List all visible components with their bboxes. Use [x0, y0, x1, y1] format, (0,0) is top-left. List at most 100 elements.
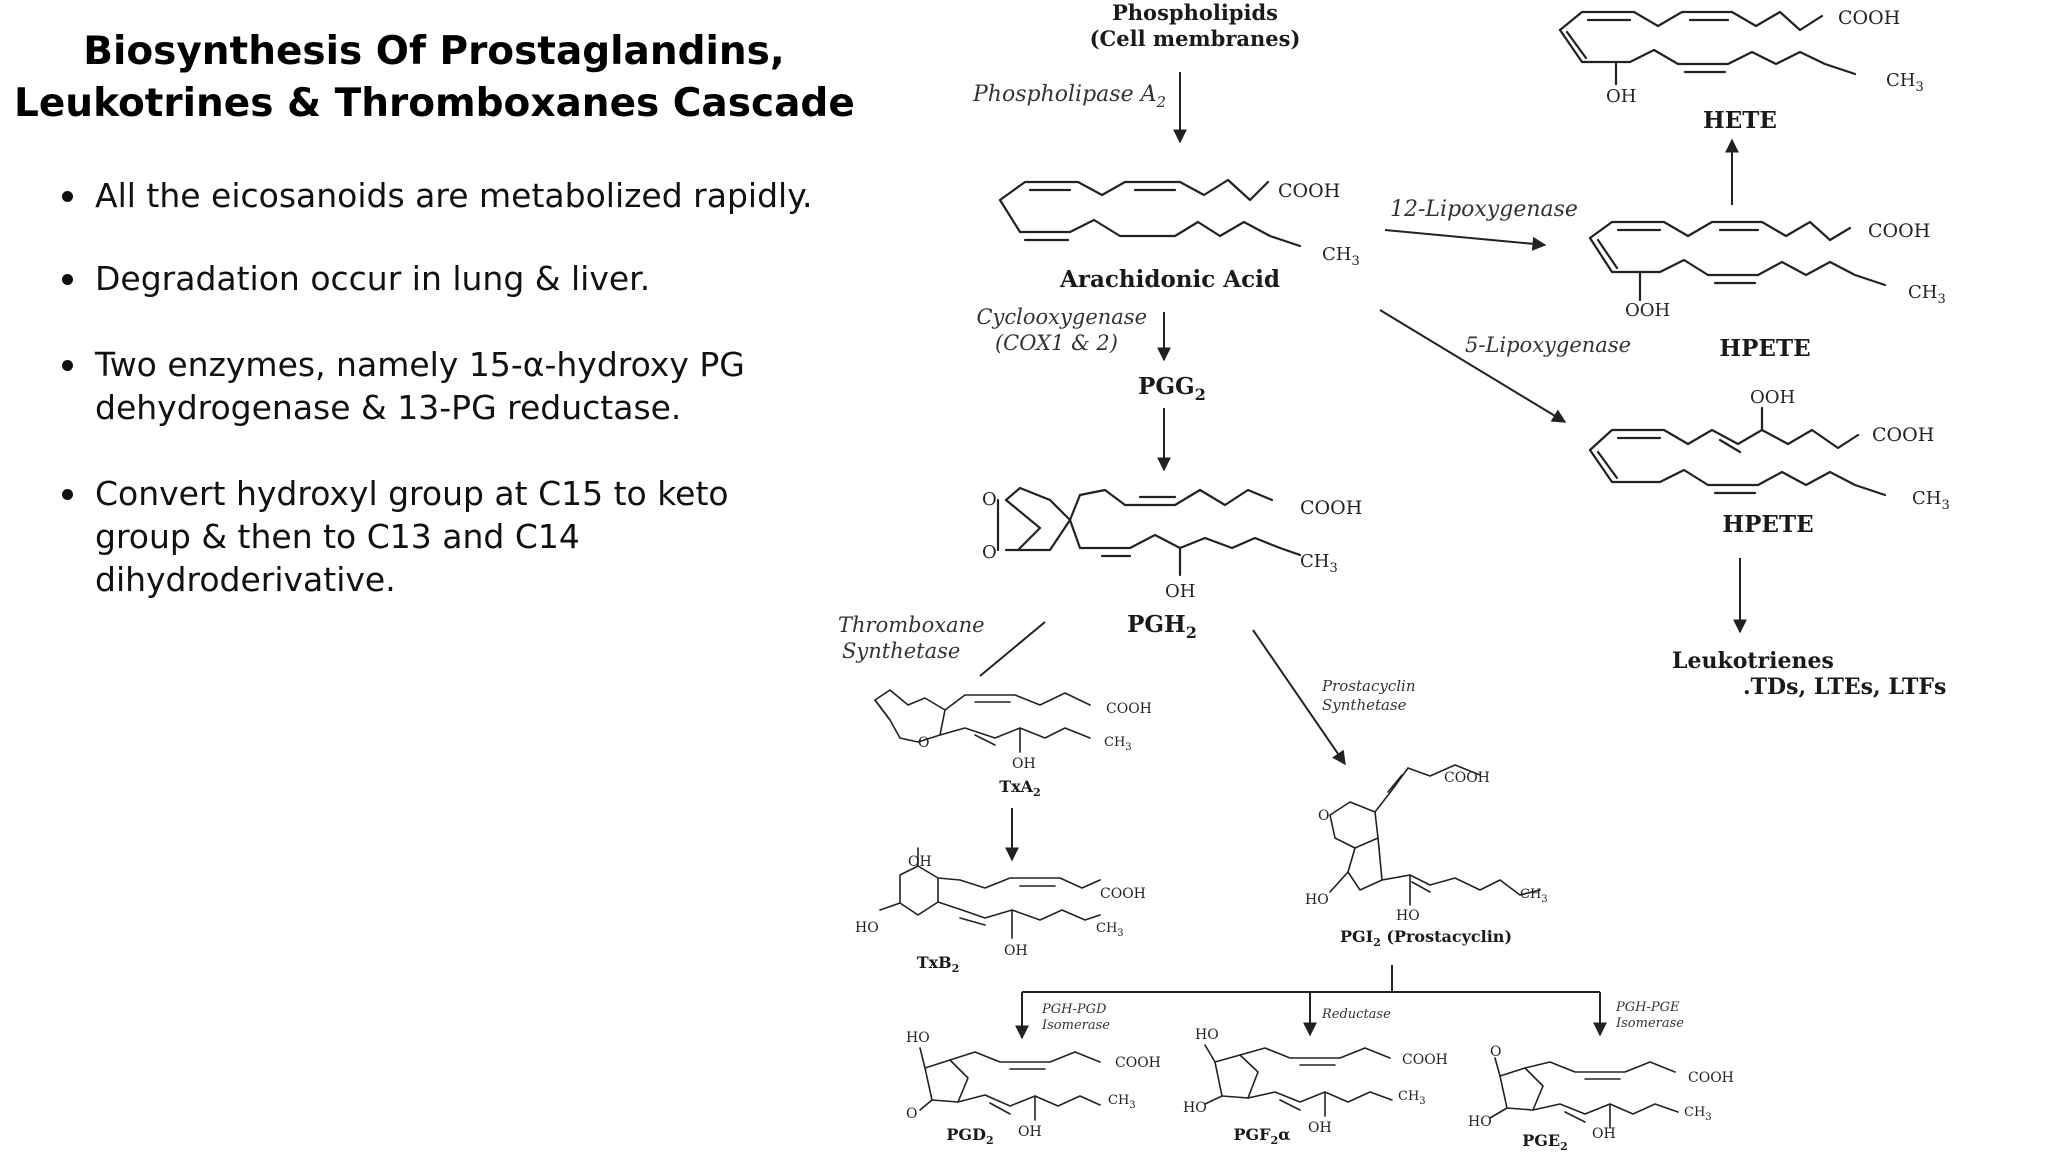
leukotriene-types-label: .TDs, LTEs, LTFs: [1743, 674, 1946, 700]
pgd2-label: PGD2: [946, 1125, 993, 1147]
arrow-pgh2-to-txa2: [979, 621, 1046, 677]
pgi2-structure: [1329, 764, 1541, 906]
txa2-o: O: [918, 735, 929, 751]
cell-membranes-label: (Cell membranes): [1090, 26, 1301, 51]
pgh2-o-upper: O: [982, 489, 997, 510]
pgi2-ho-left: HO: [1305, 892, 1329, 908]
title-line-2: Leukotrines & Thromboxanes Cascade: [14, 81, 855, 126]
pgd2-oh: OH: [1018, 1124, 1042, 1140]
hete-ch3: CH3: [1886, 70, 1924, 95]
synthetase-label: Synthetase: [842, 639, 960, 663]
pge2-label: PGE2: [1522, 1131, 1568, 1152]
pgf2a-oh: OH: [1308, 1120, 1332, 1136]
txa2-label: TxA2: [999, 777, 1041, 799]
pgi2-cooh: COOH: [1444, 770, 1490, 786]
hpete-12-structure: [1588, 220, 1887, 302]
pgh2-ch3: CH3: [1300, 551, 1338, 576]
pgh2-structure: [996, 486, 1302, 577]
thromboxane-label: Thromboxane: [838, 613, 985, 637]
hpete-5-ooh: OOH: [1750, 387, 1795, 408]
arrow-aa-to-hpete-5: [1379, 309, 1567, 423]
bullet-item-1: All the eicosanoids are metabolized rapi…: [58, 174, 818, 217]
txb2-ch3: CH3: [1096, 921, 1124, 939]
txa2-cooh: COOH: [1106, 701, 1152, 717]
aa-ch3: CH3: [1322, 244, 1360, 269]
bullet-item-2: Degradation occur in lung & liver.: [58, 257, 818, 300]
hpete-5-structure: [1588, 406, 1887, 497]
txb2-structure: [879, 847, 1101, 939]
txb2-oh-top: OH: [908, 854, 932, 870]
phospholipids-label: Phospholipids: [1112, 0, 1278, 25]
txb2-cooh: COOH: [1100, 886, 1146, 902]
pge2-structure: [1489, 1057, 1679, 1129]
pgh-pgd-line1: PGH-PGD: [1041, 1002, 1107, 1017]
pgf2a-ho-bottom: HO: [1183, 1100, 1207, 1116]
pgd2-o: O: [906, 1106, 917, 1122]
cox-label: (COX1 & 2): [995, 331, 1118, 355]
pgh2-cooh: COOH: [1300, 497, 1362, 519]
pge2-cooh: COOH: [1688, 1070, 1734, 1086]
hete-label: HETE: [1703, 107, 1777, 134]
arachidonic-acid-structure: [998, 178, 1302, 248]
pgg2-label: PGG2: [1138, 373, 1206, 404]
aa-cooh: COOH: [1278, 180, 1340, 202]
txb2-oh: OH: [1004, 943, 1028, 959]
hpete-12-cooh: COOH: [1868, 220, 1930, 242]
hpete-12-label: HPETE: [1719, 335, 1810, 362]
hpete-12-ch3: CH3: [1908, 282, 1946, 307]
pge2-ch3: CH3: [1684, 1105, 1712, 1123]
pgf2a-ho-top: HO: [1195, 1027, 1219, 1043]
bullet-item-3: Two enzymes, namely 15-α-hydroxy PG dehy…: [58, 343, 818, 429]
pgf2a-label: PGF2α: [1233, 1125, 1290, 1147]
pgh-pgd-line2: Isomerase: [1041, 1018, 1110, 1033]
isomerase-bracket: [1015, 965, 1607, 1040]
pge2-ho: HO: [1468, 1114, 1492, 1130]
hete-cooh: COOH: [1838, 7, 1900, 29]
lipoxygenase-5-label: 5-Lipoxygenase: [1465, 333, 1631, 357]
pgd2-ch3: CH3: [1108, 1093, 1136, 1111]
arachidonic-acid-label: Arachidonic Acid: [1059, 266, 1280, 293]
hpete-5-cooh: COOH: [1872, 424, 1934, 446]
txb2-label: TxB2: [917, 953, 960, 975]
leukotrienes-label: Leukotrienes: [1672, 648, 1834, 674]
arrow-aa-to-hpete-12: [1384, 229, 1547, 251]
bullet-list: All the eicosanoids are metabolized rapi…: [58, 174, 818, 644]
hete-oh: OH: [1606, 86, 1636, 107]
pgf2a-structure: [1204, 1044, 1393, 1117]
hpete-5-label: HPETE: [1722, 511, 1813, 538]
pgh-pge-line1: PGH-PGE: [1615, 1000, 1680, 1015]
pge2-o: O: [1490, 1044, 1501, 1060]
pgd2-structure: [919, 1047, 1101, 1121]
pgi2-ho: HO: [1396, 908, 1420, 924]
pgh2-label: PGH2: [1127, 611, 1197, 642]
page-title: Biosynthesis Of Prostaglandins, Leukotri…: [14, 26, 855, 130]
pgh2-o-lower: O: [982, 542, 997, 563]
hpete-12-ooh: OOH: [1625, 300, 1670, 321]
reductase-label: Reductase: [1321, 1007, 1391, 1022]
txa2-ch3: CH3: [1104, 735, 1132, 753]
pgf2a-cooh: COOH: [1402, 1052, 1448, 1068]
title-line-1: Biosynthesis Of Prostaglandins,: [83, 29, 785, 74]
pgi2-ch3: CH3: [1520, 887, 1548, 905]
phospholipase-label: Phospholipase A2: [972, 82, 1166, 111]
hpete-5-ch3: CH3: [1912, 488, 1950, 513]
txa2-oh: OH: [1012, 756, 1036, 772]
arrow-pgh2-to-pgi2: [1252, 629, 1346, 766]
txa2-structure: [874, 689, 1091, 753]
lipoxygenase-12-label: 12-Lipoxygenase: [1390, 197, 1578, 222]
pgd2-ho: HO: [906, 1030, 930, 1046]
pge2-oh: OH: [1592, 1126, 1616, 1142]
pgi2-o: O: [1318, 808, 1329, 824]
pgi2-label: PGI2 (Prostacyclin): [1340, 927, 1512, 949]
prostacyclin-synthetase-line1: Prostacyclin: [1321, 677, 1416, 695]
bullet-item-4: Convert hydroxyl group at C15 to keto gr…: [58, 472, 818, 601]
cyclooxygenase-label: Cyclooxygenase: [976, 305, 1147, 329]
txb2-ho: HO: [855, 920, 879, 936]
pgf2a-ch3: CH3: [1398, 1089, 1426, 1107]
pgh-pge-line2: Isomerase: [1615, 1016, 1684, 1031]
pgd2-cooh: COOH: [1115, 1055, 1161, 1071]
hete-structure: [1558, 10, 1857, 86]
prostacyclin-synthetase-line2: Synthetase: [1322, 696, 1407, 714]
pgh2-oh: OH: [1165, 581, 1195, 602]
